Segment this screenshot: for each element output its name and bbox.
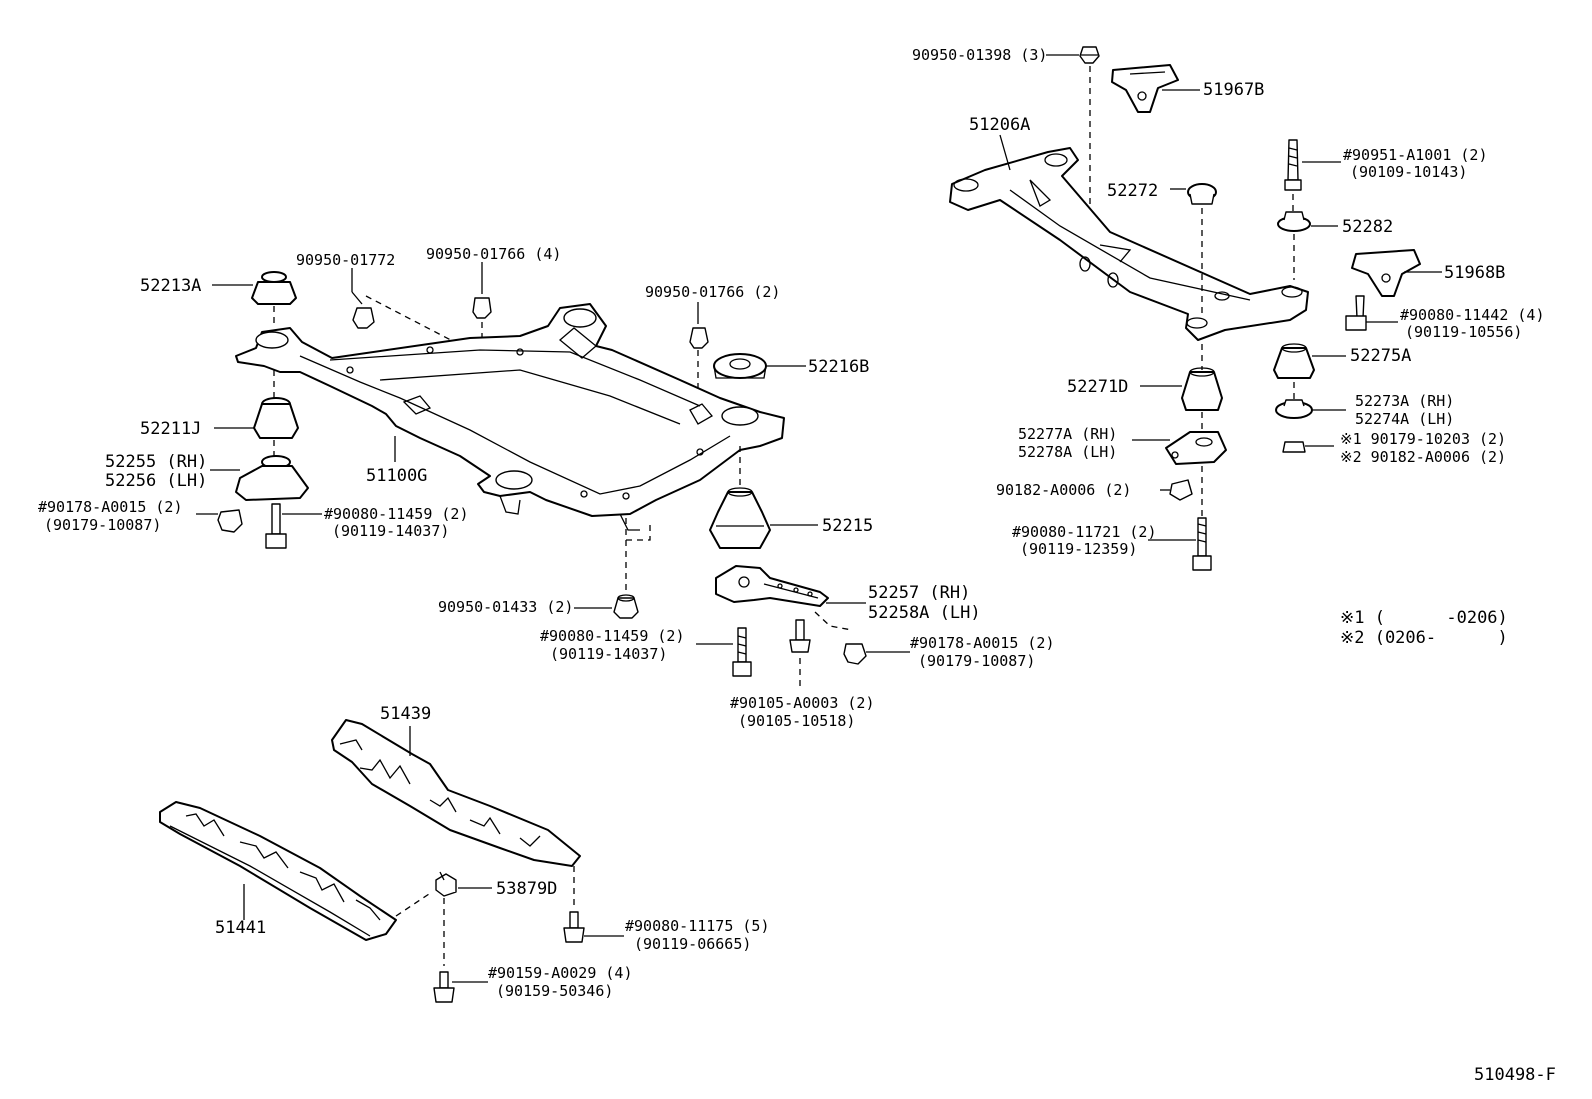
label-52282: 52282 <box>1342 217 1393 237</box>
label-90105-10518: (90105-10518) <box>738 712 855 730</box>
label-90179-10203: ※1 90179-10203 (2) <box>1340 430 1506 448</box>
bushing-52271d-icon <box>1181 367 1223 411</box>
label-52213a: 52213A <box>140 276 201 296</box>
label-52257: 52257 (RH) <box>868 583 970 603</box>
label-51441: 51441 <box>215 918 266 938</box>
label-90182-a0006-note2: ※2 90182-A0006 (2) <box>1340 448 1506 466</box>
bolt-90080-11459-center-icon <box>732 627 752 677</box>
label-90080-11459-center: #90080-11459 (2) <box>540 627 685 645</box>
label-90179-10087-right: (90179-10087) <box>918 652 1035 670</box>
label-51206a: 51206A <box>969 115 1030 135</box>
label-90950-01433: 90950-01433 (2) <box>438 598 573 616</box>
label-90109-10143: (90109-10143) <box>1350 163 1467 181</box>
label-90950-01398: 90950-01398 (3) <box>912 46 1047 64</box>
label-90119-14037-left: (90119-14037) <box>332 522 449 540</box>
label-90119-10556: (90119-10556) <box>1405 323 1522 341</box>
clip-53879d-icon <box>435 871 457 897</box>
note-1: ※1 ( -0206) <box>1340 608 1508 628</box>
washer-52273a-icon <box>1275 399 1313 419</box>
label-90080-11459-left: #90080-11459 (2) <box>324 505 469 523</box>
label-52271d: 52271D <box>1067 377 1128 397</box>
label-90119-14037-center: (90119-14037) <box>550 645 667 663</box>
label-52258a: 52258A (LH) <box>868 603 981 623</box>
label-52272: 52272 <box>1107 181 1158 201</box>
diagram-id: 510498-F <box>1474 1065 1556 1085</box>
nut-90178-a0015-right-icon <box>843 643 867 665</box>
mount-52215-icon <box>709 487 771 549</box>
bolt-90080-11721-icon <box>1192 517 1212 571</box>
label-90080-11442: #90080-11442 (4) <box>1400 306 1545 324</box>
bolt-90080-11442-icon <box>1345 295 1367 331</box>
label-52277a: 52277A (RH) <box>1018 425 1117 443</box>
bolt-90105-a0003-icon <box>789 619 811 653</box>
footnotes: ※1 ( -0206) ※2 (0206- ) <box>1340 608 1508 648</box>
label-90080-11175: #90080-11175 (5) <box>625 917 770 935</box>
label-51967b: 51967B <box>1203 80 1264 100</box>
mount-52213a-icon <box>251 271 297 305</box>
label-51439: 51439 <box>380 704 431 724</box>
label-90950-01772: 90950-01772 <box>296 251 395 269</box>
nut-90950-01433-icon <box>613 594 639 619</box>
label-51100g: 51100G <box>366 466 427 486</box>
bolt-90951-a1001-icon <box>1284 139 1302 191</box>
label-90105-a0003: #90105-A0003 (2) <box>730 694 875 712</box>
bolt-90159-a0029-icon <box>433 971 455 1003</box>
nut-90182-a0006-icon <box>1169 479 1193 501</box>
nut-90950-01766-2-icon <box>689 327 709 349</box>
label-90119-12359: (90119-12359) <box>1020 540 1137 558</box>
label-90950-01766-4: 90950-01766 (4) <box>426 245 561 263</box>
label-90159-50346: (90159-50346) <box>496 982 613 1000</box>
label-90182-a0006: 90182-A0006 (2) <box>996 481 1131 499</box>
callout-labels: 90950-01398 (3) 51967B 51206A #90951-A10… <box>38 46 1545 1000</box>
label-52256: 52256 (LH) <box>105 471 207 491</box>
label-51968b: 51968B <box>1444 263 1505 283</box>
cover-51439-icon <box>331 719 581 867</box>
label-90178-a0015-right: #90178-A0015 (2) <box>910 634 1055 652</box>
nut-90179-10203-icon <box>1282 441 1306 453</box>
under-cover-group <box>159 719 624 1003</box>
stopper-52255-icon <box>235 455 309 501</box>
label-90951-a1001: #90951-A1001 (2) <box>1343 146 1488 164</box>
mount-52216b-icon <box>713 353 767 379</box>
bolt-90080-11459-left-icon <box>265 503 287 549</box>
bushing-52272-icon <box>1187 183 1217 205</box>
label-52273a: 52273A (RH) <box>1355 392 1454 410</box>
bushing-52211j-icon <box>253 397 299 439</box>
label-52278a: 52278A (LH) <box>1018 443 1117 461</box>
subframe-51100g-icon <box>235 303 785 531</box>
front-subframe-group <box>196 262 910 690</box>
nut-90950-01766-4-icon <box>472 297 492 319</box>
label-90159-a0029: #90159-A0029 (4) <box>488 964 633 982</box>
label-52216b: 52216B <box>808 357 869 377</box>
label-52211j: 52211J <box>140 419 201 439</box>
stopper-52277a-icon <box>1165 431 1227 465</box>
plate-52257-icon <box>715 565 829 607</box>
cover-51441-icon <box>159 801 397 941</box>
bushing-52275a-icon <box>1273 343 1315 379</box>
label-52255: 52255 (RH) <box>105 452 207 472</box>
label-90179-10087-left: (90179-10087) <box>44 516 161 534</box>
nut-90178-a0015-left-icon <box>217 509 243 533</box>
label-53879d: 53879D <box>496 879 557 899</box>
label-52215: 52215 <box>822 516 873 536</box>
washer-52282-icon <box>1277 211 1311 232</box>
label-90119-06665: (90119-06665) <box>634 935 751 953</box>
label-90950-01766-2: 90950-01766 (2) <box>645 283 780 301</box>
bolt-90080-11175-icon <box>563 911 585 943</box>
bracket-51967b-icon <box>1111 64 1179 113</box>
label-90080-11721: #90080-11721 (2) <box>1012 523 1157 541</box>
nut-90950-01398-icon <box>1079 46 1100 64</box>
note-2: ※2 (0206- ) <box>1340 628 1508 648</box>
label-90178-a0015-left: #90178-A0015 (2) <box>38 498 183 516</box>
label-52274a: 52274A (LH) <box>1355 410 1454 428</box>
bracket-51968b-icon <box>1351 249 1421 297</box>
nut-90950-01772-icon <box>352 307 375 329</box>
crossmember-51206a-icon <box>949 147 1309 341</box>
rear-crossmember-group <box>949 46 1442 571</box>
label-52275a: 52275A <box>1350 346 1411 366</box>
